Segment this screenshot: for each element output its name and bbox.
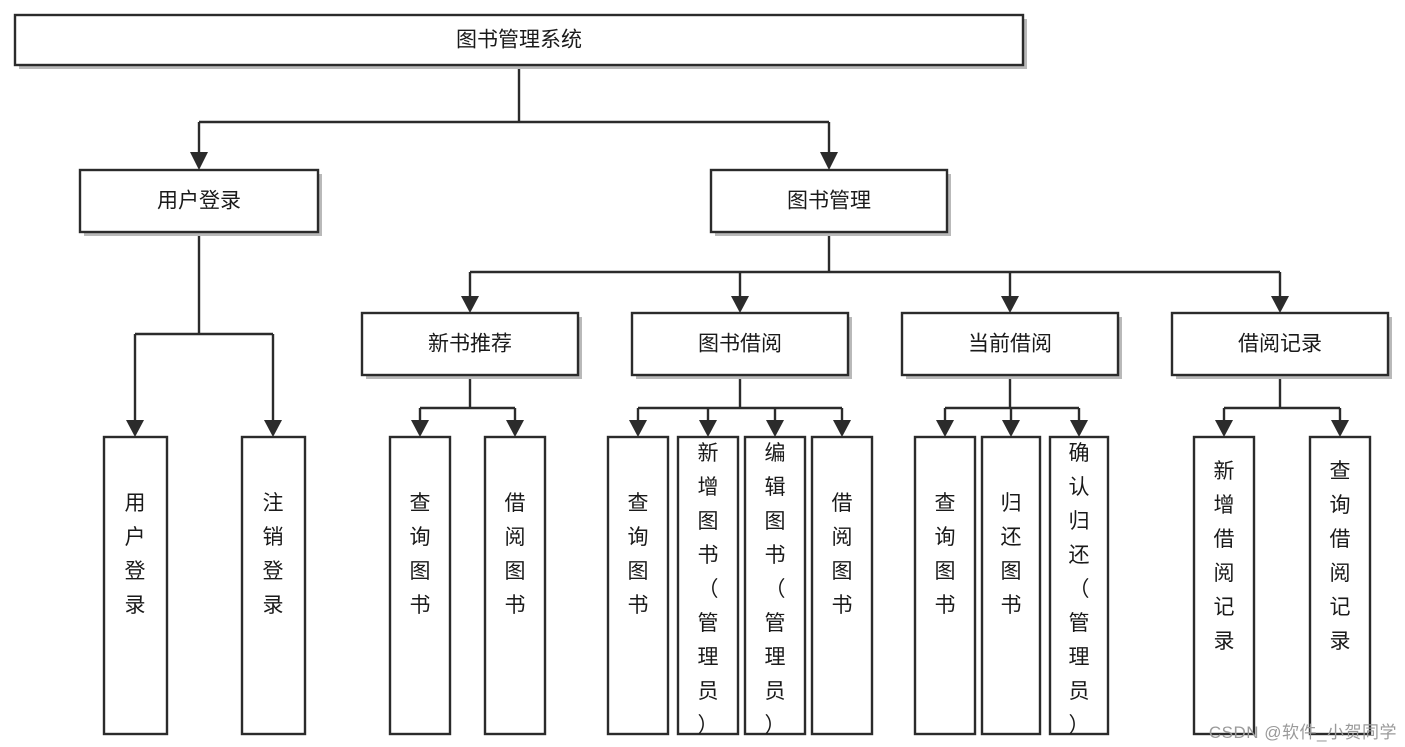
- node-leaf-borrow-book-2-label: 借阅图书: [832, 492, 853, 617]
- node-root-label: 图书管理系统: [456, 29, 582, 52]
- node-leaf-add-record-box[interactable]: [1192, 435, 1256, 736]
- node-leaf-borrow-book-2-box[interactable]: [810, 435, 874, 736]
- arrowhead-leaf-return-book: [1002, 420, 1020, 437]
- node-leaf-add-record-label: 新增借阅记录: [1214, 460, 1235, 653]
- node-user-login[interactable]: 用户登录: [78, 168, 322, 236]
- arrowhead-leaf-user-login: [126, 420, 144, 437]
- node-root[interactable]: 图书管理系统: [13, 13, 1027, 69]
- node-current-borrow[interactable]: 当前借阅: [900, 311, 1122, 379]
- arrowhead-leaf-add-book: [699, 420, 717, 437]
- node-current-borrow-box[interactable]: [900, 311, 1120, 377]
- arrowhead-book-borrow: [731, 296, 749, 313]
- arrowhead-leaf-query-book-3: [936, 420, 954, 437]
- arrowhead-leaf-user-logout: [264, 420, 282, 437]
- node-leaf-query-book-2[interactable]: 查询图书: [606, 435, 670, 736]
- arrowhead-leaf-query-record: [1331, 420, 1349, 437]
- connector-layer: [126, 65, 1349, 437]
- node-leaf-user-logout-label: 注销登录: [263, 492, 284, 617]
- node-leaf-return-book[interactable]: 归还图书: [980, 435, 1042, 736]
- node-leaf-borrow-book-1-box[interactable]: [483, 435, 547, 736]
- node-borrow-record-box[interactable]: [1170, 311, 1390, 377]
- node-book-manage-label: 图书管理: [787, 190, 871, 213]
- node-book-manage-box[interactable]: [709, 168, 949, 234]
- node-leaf-return-book-label: 归还图书: [1001, 492, 1022, 617]
- node-leaf-borrow-book-1-label: 借阅图书: [505, 492, 526, 617]
- node-leaf-user-login[interactable]: 用户登录: [102, 435, 169, 736]
- node-leaf-user-login-label: 用户登录: [125, 492, 146, 617]
- node-current-borrow-label: 当前借阅: [968, 333, 1052, 356]
- node-user-login-label: 用户登录: [157, 190, 241, 213]
- arrowhead-leaf-query-book-1: [411, 420, 429, 437]
- node-leaf-edit-book-box[interactable]: [743, 435, 807, 736]
- node-leaf-query-book-2-box[interactable]: [606, 435, 670, 736]
- node-leaf-query-book-1[interactable]: 查询图书: [388, 435, 452, 736]
- arrowhead-new-book-rec: [461, 296, 479, 313]
- node-borrow-record[interactable]: 借阅记录: [1170, 311, 1392, 379]
- node-leaf-user-logout-box[interactable]: [240, 435, 307, 736]
- node-leaf-return-book-box[interactable]: [980, 435, 1042, 736]
- node-new-book-rec[interactable]: 新书推荐: [360, 311, 582, 379]
- node-leaf-add-book-box[interactable]: [676, 435, 740, 736]
- node-leaf-query-book-1-box[interactable]: [388, 435, 452, 736]
- node-book-borrow-label: 图书借阅: [698, 333, 782, 356]
- node-leaf-confirm-return-box[interactable]: [1048, 435, 1110, 736]
- arrowhead-leaf-add-record: [1215, 420, 1233, 437]
- node-book-borrow[interactable]: 图书借阅: [630, 311, 852, 379]
- node-leaf-query-record-box[interactable]: [1308, 435, 1372, 736]
- node-leaf-query-book-3-box[interactable]: [913, 435, 977, 736]
- node-leaf-edit-book-label: 编辑图书（管理员）: [765, 442, 786, 737]
- node-root-box[interactable]: [13, 13, 1025, 67]
- node-leaf-confirm-return-label: 确认归还（管理员）: [1069, 442, 1090, 737]
- node-leaf-add-record[interactable]: 新增借阅记录: [1192, 435, 1256, 736]
- arrowhead-leaf-query-book-2: [629, 420, 647, 437]
- node-borrow-record-label: 借阅记录: [1238, 333, 1322, 356]
- node-leaf-query-record[interactable]: 查询借阅记录: [1308, 435, 1372, 736]
- node-leaf-confirm-return[interactable]: 确认归还（管理员）: [1048, 435, 1110, 737]
- node-book-borrow-box[interactable]: [630, 311, 850, 377]
- node-leaf-query-book-3[interactable]: 查询图书: [913, 435, 977, 736]
- arrowhead-user-login: [190, 152, 208, 170]
- node-leaf-edit-book[interactable]: 编辑图书（管理员）: [743, 435, 807, 737]
- node-new-book-rec-box[interactable]: [360, 311, 580, 377]
- node-book-manage[interactable]: 图书管理: [709, 168, 951, 236]
- node-leaf-user-logout[interactable]: 注销登录: [240, 435, 307, 736]
- arrowhead-leaf-borrow-book-1: [506, 420, 524, 437]
- node-leaf-query-book-1-label: 查询图书: [410, 492, 431, 617]
- arrowhead-leaf-edit-book: [766, 420, 784, 437]
- arrowhead-leaf-borrow-book-2: [833, 420, 851, 437]
- node-new-book-rec-label: 新书推荐: [428, 333, 512, 356]
- node-leaf-query-record-label: 查询借阅记录: [1330, 460, 1351, 653]
- arrowhead-borrow-record: [1271, 296, 1289, 313]
- node-leaf-add-book-label: 新增图书（管理员）: [698, 442, 719, 737]
- node-leaf-query-book-3-label: 查询图书: [935, 492, 956, 617]
- node-leaf-borrow-book-2[interactable]: 借阅图书: [810, 435, 874, 736]
- node-leaf-borrow-book-1[interactable]: 借阅图书: [483, 435, 547, 736]
- node-leaf-add-book[interactable]: 新增图书（管理员）: [676, 435, 740, 737]
- arrowhead-book-manage: [820, 152, 838, 170]
- arrowhead-leaf-confirm-return: [1070, 420, 1088, 437]
- node-leaf-user-login-box[interactable]: [102, 435, 169, 736]
- arrowhead-current-borrow: [1001, 296, 1019, 313]
- node-leaf-query-book-2-label: 查询图书: [628, 492, 649, 617]
- node-user-login-box[interactable]: [78, 168, 320, 234]
